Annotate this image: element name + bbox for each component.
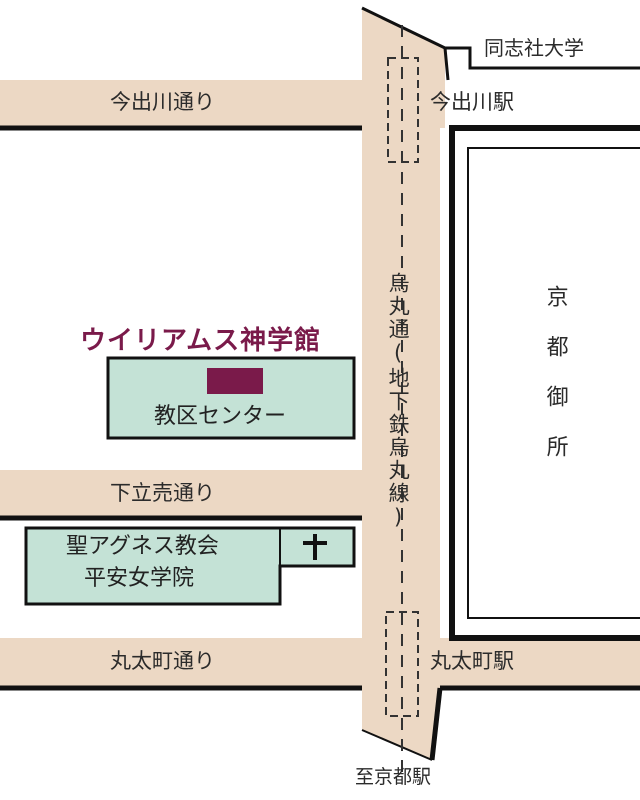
station-label-marutamachi: 丸太町駅 <box>430 649 514 673</box>
karasuma-label-text: 烏丸通(地下鉄烏丸線) <box>386 272 411 531</box>
gosho-label-text: 京都御所 <box>542 285 568 485</box>
diocese-center-label: 教区センター <box>154 404 287 429</box>
street-label-karasuma: 烏丸通(地下鉄烏丸線) <box>385 272 411 536</box>
place-label-gosho: 京都御所 <box>542 285 568 490</box>
station-label-imadegawa: 今出川駅 <box>430 90 514 114</box>
street-label-shimodachiuri: 下立売通り <box>110 481 215 505</box>
gosho-boundary <box>449 125 640 641</box>
imadegawa-station-box <box>387 57 419 163</box>
williams-hall-marker <box>207 368 263 394</box>
road-shimodachiuri <box>0 470 362 518</box>
road-karasuma <box>362 8 445 760</box>
cross-icon <box>295 530 335 564</box>
station-label-kyoto: 至京都駅 <box>355 766 432 788</box>
church-label-line1: 聖アグネス教会 <box>66 534 219 559</box>
street-label-imadegawa: 今出川通り <box>110 90 215 114</box>
church-label-line2: 平安女学院 <box>84 566 195 591</box>
road-marutamachi <box>0 638 640 688</box>
street-label-marutamachi: 丸太町通り <box>110 649 215 673</box>
williams-hall-title: ウイリアムス神学館 <box>80 326 322 356</box>
place-label-doshisha: 同志社大学 <box>484 36 584 60</box>
marutamachi-station-box <box>385 611 419 717</box>
williams-hall-building <box>106 356 356 440</box>
